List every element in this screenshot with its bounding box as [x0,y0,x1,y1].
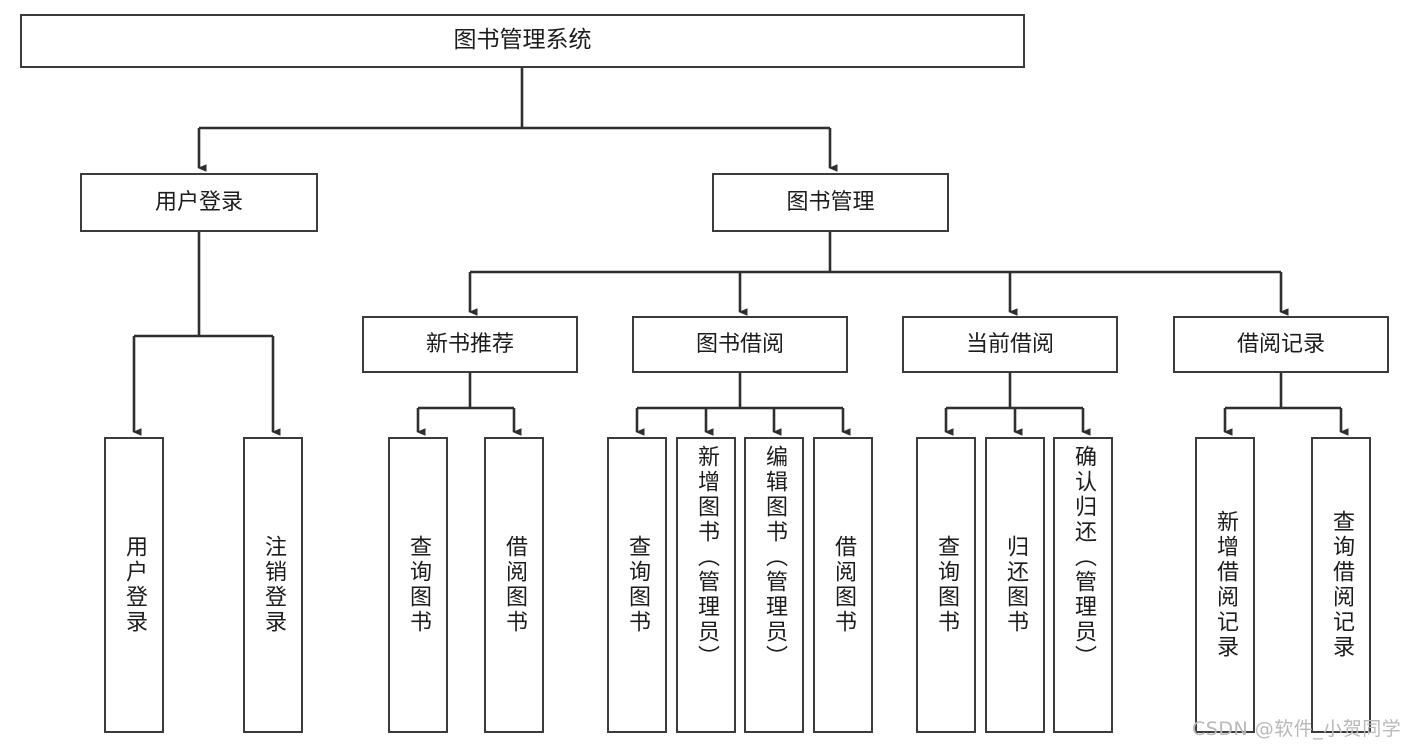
leaf-borrow-record-query-record[interactable]: 查询借阅记录 [1311,437,1371,733]
leaf-current-borrow-query-book[interactable]: 查询图书 [916,437,976,733]
node-label: 图书管理 [786,189,875,215]
node-label: 查询图书 [625,535,650,635]
node-label: 用户登录 [122,535,147,635]
node-label: 新增借阅记录 [1213,510,1238,660]
node-label: 查询借阅记录 [1329,510,1354,660]
node-current-borrow[interactable]: 当前借阅 [902,316,1118,373]
node-label: 注销登录 [261,535,286,635]
leaf-book-borrow-borrow-book[interactable]: 借阅图书 [813,437,873,733]
node-label: 编辑图书（管理员） [762,445,787,670]
leaf-borrow-record-add-record[interactable]: 新增借阅记录 [1195,437,1255,733]
leaf-current-borrow-confirm-return-admin[interactable]: 确认归还（管理员） [1053,437,1113,733]
node-root-library-management-system[interactable]: 图书管理系统 [20,14,1025,68]
leaf-book-borrow-add-book-admin[interactable]: 新增图书（管理员） [676,437,736,733]
leaf-current-borrow-return-book[interactable]: 归还图书 [985,437,1045,733]
node-label: 借阅记录 [1236,331,1325,357]
leaf-new-book-borrow-book[interactable]: 借阅图书 [484,437,544,733]
node-book-borrow[interactable]: 图书借阅 [632,316,848,373]
node-book-management[interactable]: 图书管理 [712,173,949,232]
node-label: 查询图书 [406,535,431,635]
node-label: 新书推荐 [425,331,514,357]
node-label: 图书管理系统 [453,27,592,54]
leaf-book-borrow-edit-book-admin[interactable]: 编辑图书（管理员） [744,437,804,733]
node-label: 新增图书（管理员） [694,445,719,670]
node-label: 借阅图书 [502,535,527,635]
node-label: 当前借阅 [965,331,1054,357]
node-new-book-recommend[interactable]: 新书推荐 [362,316,578,373]
leaf-book-borrow-query-book[interactable]: 查询图书 [607,437,667,733]
node-borrow-record[interactable]: 借阅记录 [1173,316,1389,373]
leaf-user-login-logout[interactable]: 注销登录 [243,437,303,733]
leaf-user-login-login[interactable]: 用户登录 [104,437,164,733]
node-label: 查询图书 [934,535,959,635]
node-label: 用户登录 [154,189,243,215]
leaf-new-book-query-book[interactable]: 查询图书 [388,437,448,733]
node-label: 归还图书 [1003,535,1028,635]
node-label: 图书借阅 [695,331,784,357]
csdn-watermark: CSDN @软件_小贺同学 [1192,718,1402,740]
node-label: 借阅图书 [831,535,856,635]
node-label: 确认归还（管理员） [1071,445,1096,670]
node-user-login[interactable]: 用户登录 [80,173,318,232]
